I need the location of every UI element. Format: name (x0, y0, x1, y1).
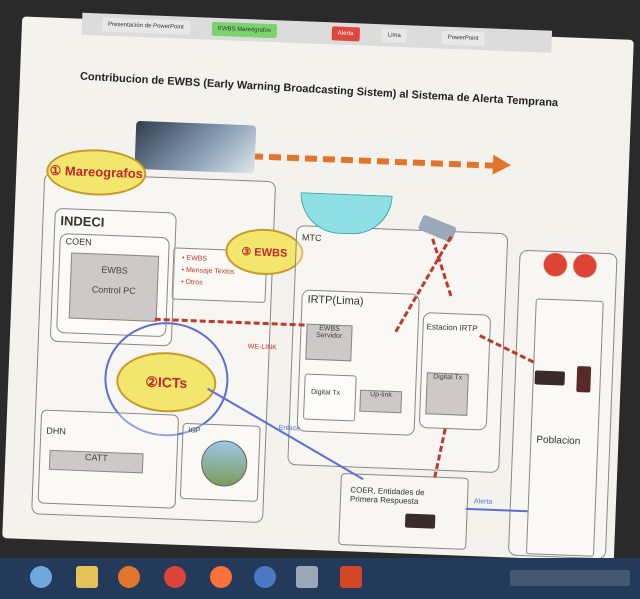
tab-presentacion[interactable]: Presentación de PowerPoint (101, 17, 190, 35)
tab-powerpoint[interactable]: PowerPoint (441, 30, 485, 47)
powerpoint-icon[interactable] (340, 566, 362, 588)
alerta-label: Alerta (473, 498, 493, 506)
tab-lima[interactable]: Lima (381, 28, 408, 44)
dhn-title: DHN (46, 425, 67, 437)
indeci-title: INDECI (60, 213, 105, 230)
digital-tx-label: Digital Tx (310, 388, 341, 397)
uplink-box: Up-link (359, 389, 403, 414)
mtc-title: MTC (301, 232, 322, 244)
browser-tab-bar: Presentación de PowerPoint EWBS Mareógra… (81, 12, 553, 53)
firefox-icon[interactable] (210, 566, 232, 588)
irtp-lima-title: IRTP(Lima) (307, 293, 364, 308)
image-viewer-icon[interactable] (296, 566, 318, 588)
app-blue-icon[interactable] (254, 566, 276, 588)
enlace-label: Enlace (278, 424, 301, 433)
coer-device-icon (404, 513, 436, 529)
coen-label: COEN (65, 236, 92, 248)
igp-label: IGP (188, 427, 201, 435)
wave-image (134, 120, 257, 174)
control-pc-label: Control PC (91, 284, 136, 297)
slide-title: Contribucion de EWBS (Early Warning Broa… (79, 70, 559, 110)
coer-box (338, 473, 469, 550)
digital-tx-box: Digital Tx (302, 373, 357, 422)
phone-device-icon (576, 366, 592, 393)
poblacion-inner-box (525, 298, 604, 557)
digital-tx2-box: Digital Tx (425, 372, 469, 416)
ewbs-servidor-box: EWBS Servidor (305, 323, 353, 362)
list-item-otros: • Otros (181, 278, 203, 287)
ewbs-control-pc: EWBS Control PC (68, 252, 160, 322)
file-explorer-icon[interactable] (76, 566, 98, 588)
we-link-label: WE-LINK (247, 343, 278, 352)
arrow-head-icon (492, 154, 512, 176)
tab-ewbs[interactable]: EWBS Mareógrafos (211, 21, 278, 39)
people-image (532, 250, 608, 288)
chrome-icon[interactable] (164, 566, 186, 588)
poblacion-label: Poblacion (536, 434, 581, 448)
start-button-icon[interactable] (30, 566, 52, 588)
system-tray (510, 570, 630, 586)
list-item-mensaje: • Mensaje Textos (181, 266, 235, 276)
estacion-irtp-label: Estacion IRTP (426, 322, 478, 334)
media-player-icon[interactable] (118, 566, 140, 588)
catt-box: CATT (48, 449, 144, 474)
windows-taskbar (0, 558, 640, 599)
ewbs-label: EWBS (101, 264, 129, 276)
coer-label: COER, Entidades de Primera Respuesta (349, 485, 425, 507)
presentation-slide: Presentación de PowerPoint EWBS Mareógra… (2, 12, 634, 562)
list-item-ewbs: • EWBS (181, 254, 208, 263)
tv-device-icon (534, 370, 566, 386)
tab-alerta[interactable]: Alerta (331, 26, 360, 42)
